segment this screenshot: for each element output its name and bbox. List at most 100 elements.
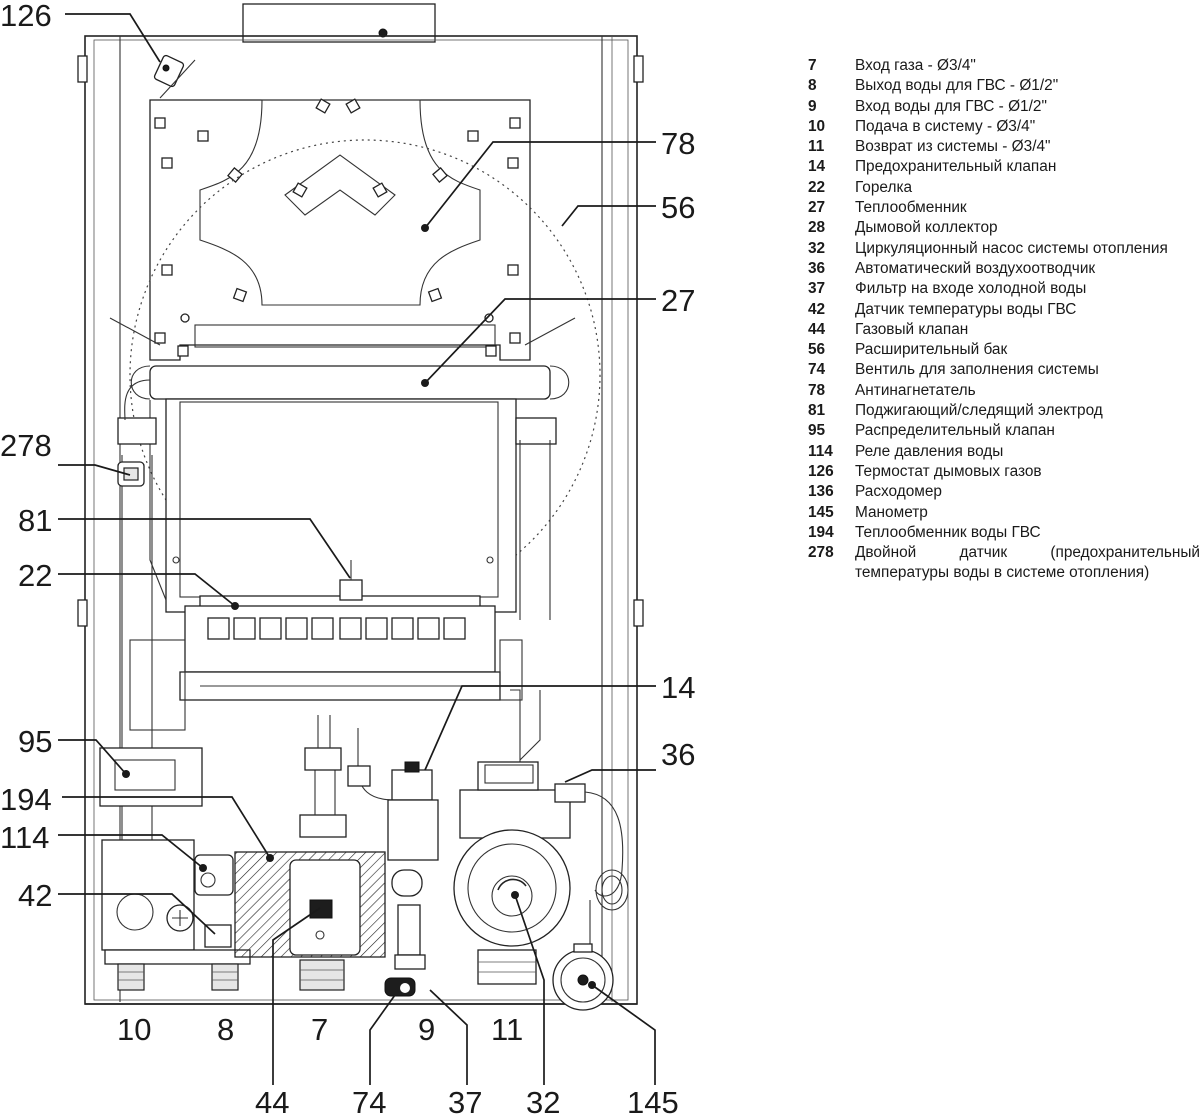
legend-description: Возврат из системы - Ø3/4": [855, 138, 1051, 156]
callout-36: 36: [661, 737, 695, 772]
callout-194: 194: [0, 782, 52, 817]
legend-description: Газовый клапан: [855, 320, 969, 338]
gas-valve: [289, 715, 361, 991]
legend-description: Распределительный клапан: [855, 422, 1055, 440]
legend-description: Вход воды для ГВС - Ø1/2": [855, 97, 1047, 115]
legend-item: 81 Поджигающий/следящий электрод: [808, 401, 1200, 421]
connection-9: 9: [418, 1012, 435, 1047]
legend-number: 278: [808, 544, 834, 562]
safety-valve-group: [347, 728, 439, 997]
legend-item: 74 Вентиль для заполнения системы: [808, 360, 1200, 380]
legend-number: 81: [808, 402, 826, 420]
legend-item: 194 Теплообменник воды ГВС: [808, 523, 1200, 543]
callout-27: 27: [661, 283, 695, 318]
system-pipes: [117, 379, 557, 860]
legend-number: 28: [808, 219, 826, 237]
legend-item: 28 Дымовой коллектор: [808, 218, 1200, 238]
callout-81: 81: [18, 503, 52, 538]
legend: 7 Вход газа - Ø3/4" 8 Выход воды для ГВС - …: [808, 56, 1200, 584]
callout-95: 95: [18, 724, 52, 759]
legend-number: 36: [808, 259, 826, 277]
callout-32: 32: [526, 1085, 560, 1117]
legend-number: 42: [808, 300, 826, 318]
legend-number: 37: [808, 280, 826, 298]
legend-item: 78 Антинагнетатель: [808, 381, 1200, 401]
boiler-frame: [77, 3, 644, 1005]
leader-lines: [58, 13, 656, 1085]
callout-56: 56: [661, 190, 695, 225]
legend-number: 44: [808, 320, 826, 338]
legend-number: 8: [808, 77, 817, 95]
legend-item: 32 Циркуляционный насос системы отопления: [808, 239, 1200, 259]
legend-item: 44 Газовый клапан: [808, 320, 1200, 340]
callout-278: 278: [0, 428, 52, 463]
legend-number: 22: [808, 178, 826, 196]
callout-14: 14: [661, 670, 695, 705]
legend-number: 145: [808, 503, 834, 521]
legend-item: 22 Горелка: [808, 178, 1200, 198]
legend-number: 11: [808, 138, 825, 156]
legend-item: 27 Теплообменник: [808, 198, 1200, 218]
legend-number: 7: [808, 57, 817, 74]
legend-item: 56 Расширительный бак: [808, 340, 1200, 360]
legend-description: Дымовой коллектор: [855, 219, 998, 237]
legend-description: Выход воды для ГВС - Ø1/2": [855, 77, 1059, 95]
heat-exchanger: [109, 317, 576, 613]
legend-description: Теплообменник: [855, 199, 967, 217]
legend-item: 37 Фильтр на входе холодной воды: [808, 279, 1200, 299]
legend-item: 9 Вход воды для ГВС - Ø1/2": [808, 97, 1200, 117]
legend-description: Расширительный бак: [855, 341, 1008, 359]
callout-145: 145: [627, 1085, 679, 1117]
callout-22: 22: [18, 558, 52, 593]
legend-number: 95: [808, 422, 826, 440]
legend-description: Двойной датчик (предохранительный темпер…: [855, 544, 1200, 582]
legend-description: Реле давления воды: [855, 442, 1004, 460]
legend-number: 32: [808, 239, 826, 257]
legend-description: Подача в систему - Ø3/4": [855, 117, 1036, 135]
legend-number: 56: [808, 341, 826, 359]
callout-44: 44: [255, 1085, 289, 1117]
smoke-hood: [149, 98, 531, 361]
legend-description: Вентиль для заполнения системы: [855, 361, 1099, 379]
legend-number: 74: [808, 361, 826, 379]
hydraulic-group: [99, 747, 251, 991]
legend-item: 95 Распределительный клапан: [808, 421, 1200, 441]
legend-description: Антинагнетатель: [855, 381, 976, 399]
boiler-diagram: 126 78 56 27 278 81 22 14 95 36 194 114 …: [0, 0, 695, 1117]
legend-item: 36 Автоматический воздухоотводчик: [808, 259, 1200, 279]
callout-37: 37: [448, 1085, 482, 1117]
legend-item: 8 Выход воды для ГВС - Ø1/2": [808, 76, 1200, 96]
manometer: [552, 791, 629, 1011]
legend-number: 9: [808, 97, 817, 115]
callout-126: 126: [0, 0, 52, 33]
legend-description: Автоматический воздухоотводчик: [855, 259, 1096, 277]
legend-item: 278 Двойной датчик (предохранительный тем…: [808, 543, 1200, 584]
legend-description: Фильтр на входе холодной воды: [855, 280, 1087, 298]
circulation-pump: [453, 761, 586, 985]
connection-7: 7: [311, 1012, 328, 1047]
legend-number: 136: [808, 483, 834, 501]
legend-number: 194: [808, 523, 834, 541]
legend-number: 78: [808, 381, 826, 399]
callout-114: 114: [0, 820, 49, 855]
legend-number: 14: [808, 158, 826, 176]
callout-78: 78: [661, 126, 695, 161]
connection-8: 8: [217, 1012, 234, 1047]
expansion-vessel-outline: [129, 139, 601, 611]
legend-description: Циркуляционный насос системы отопления: [855, 239, 1168, 257]
legend-description: Горелка: [855, 178, 913, 196]
connection-10: 10: [117, 1012, 151, 1047]
callout-74: 74: [352, 1085, 386, 1117]
legend-number: 27: [808, 199, 826, 217]
legend-description: Поджигающий/следящий электрод: [855, 402, 1103, 420]
legend-description: Вход газа - Ø3/4": [855, 57, 976, 74]
callout-numbers: 126 78 56 27 278 81 22 14 95 36 194 114 …: [0, 0, 695, 1117]
legend-description: Теплообменник воды ГВС: [855, 523, 1041, 541]
flue-thermostat: [153, 54, 196, 99]
legend-item: 11 Возврат из системы - Ø3/4": [808, 137, 1200, 157]
